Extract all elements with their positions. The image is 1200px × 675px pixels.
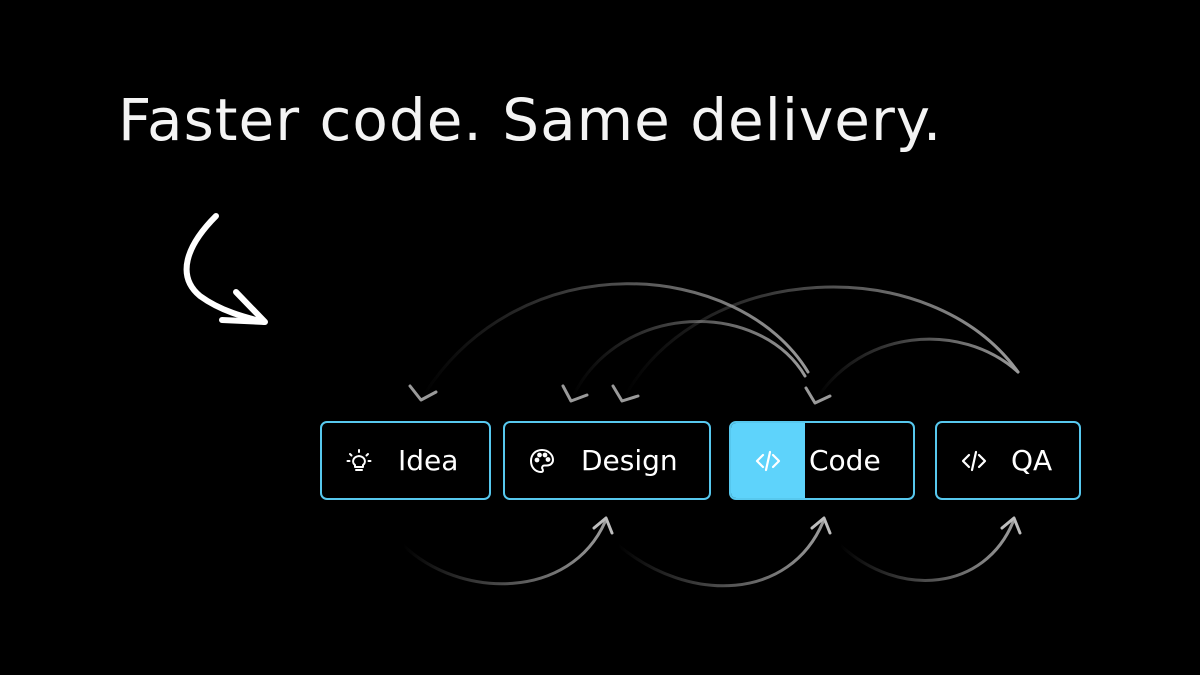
- code-icon: [755, 448, 781, 474]
- lightbulb-icon: [346, 448, 372, 474]
- arrowhead-qa-up-icon: [1000, 516, 1022, 535]
- pointer-arrow-icon: [183, 213, 268, 325]
- arc-qa-to-code: [814, 337, 1020, 402]
- node-design[interactable]: Design: [503, 421, 711, 500]
- code-icon: [961, 448, 987, 474]
- node-label: Code: [809, 444, 881, 477]
- palette-icon: [529, 448, 555, 474]
- arrowhead-code-up-icon: [810, 516, 832, 535]
- arrowhead-design-up-icon: [592, 516, 614, 535]
- node-label: Design: [581, 444, 678, 477]
- arc-code-to-idea: [420, 282, 810, 400]
- arc-code-to-qa: [838, 520, 1015, 582]
- arc-code-to-design: [570, 319, 807, 400]
- arc-idea-to-design: [401, 520, 607, 586]
- active-step-indicator: [731, 423, 805, 498]
- arrowhead-code-icon: [804, 386, 832, 405]
- arrowhead-design-b-icon: [611, 384, 640, 403]
- node-label: Idea: [398, 444, 459, 477]
- arrowhead-idea-icon: [408, 384, 438, 402]
- arc-qa-to-design: [622, 285, 1020, 400]
- headline: Faster code. Same delivery.: [118, 86, 943, 154]
- node-qa[interactable]: QA: [935, 421, 1081, 500]
- node-code[interactable]: Code: [729, 421, 915, 500]
- node-idea[interactable]: Idea: [320, 421, 491, 500]
- arc-design-to-code: [616, 520, 825, 588]
- node-label: QA: [1011, 444, 1053, 477]
- arrowhead-design-icon: [561, 384, 589, 403]
